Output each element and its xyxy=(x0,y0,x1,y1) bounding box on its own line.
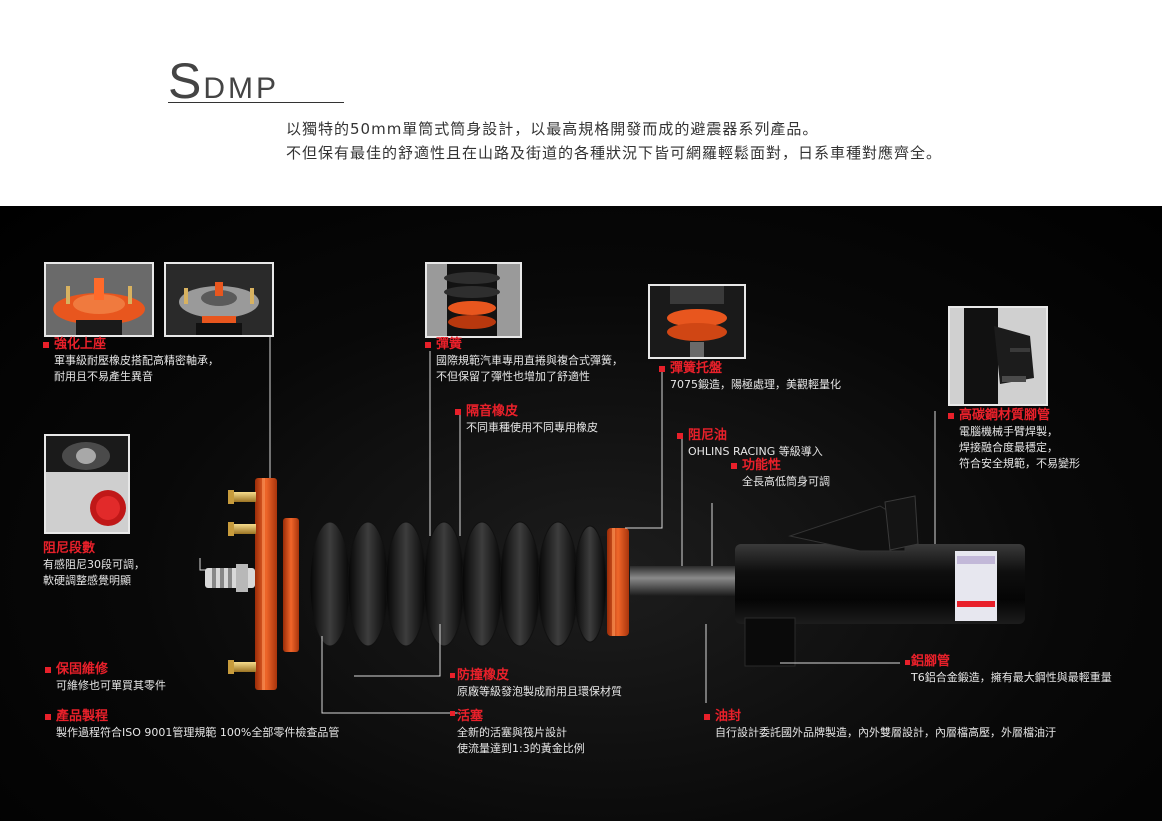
lower-bracket xyxy=(744,617,796,667)
bullet-icon xyxy=(659,365,665,372)
callout-desc: 符合安全規範，不易變形 xyxy=(959,457,1080,470)
callout-title: 保固維修 xyxy=(56,662,109,677)
callout-title: 油封 xyxy=(715,709,742,724)
callout-insulator: 隔音橡皮 不同車種使用不同專用橡皮 xyxy=(455,404,598,436)
callout-desc: 不同車種使用不同專用橡皮 xyxy=(466,421,598,434)
bullet-icon xyxy=(731,462,737,469)
callout-warranty: 保固維修 可維修也可單買其零件 xyxy=(45,662,166,694)
upper-spring-perch xyxy=(283,518,299,652)
callout-desc: 7075鍛造，陽極處理，美觀輕量化 xyxy=(670,378,841,391)
bullet-icon xyxy=(45,666,51,673)
brand-rest: DMP xyxy=(203,72,280,105)
intro-line-1: 以獨特的50mm單筒式筒身設計，以最高規格開發而成的避震器系列產品。 xyxy=(286,120,819,138)
callout-desc: 軟硬調整感覺明顯 xyxy=(43,574,131,587)
callout-aluminum-tube: 鋁腳管 T6鋁合金鍛造，擁有最大鋼性與最輕重量 xyxy=(911,654,1112,686)
callout-desc: 軍事級耐壓橡皮搭配高精密軸承， xyxy=(54,354,219,367)
callout-title: 防撞橡皮 xyxy=(457,668,510,683)
callout-title: 強化上座 xyxy=(54,337,107,352)
header: SDMP 以獨特的50mm單筒式筒身設計，以最高規格開發而成的避震器系列產品。 … xyxy=(0,0,1162,206)
thumb-top-mount-orange xyxy=(44,262,154,337)
callout-desc: 國際規範汽車專用直捲與複合式彈簧， xyxy=(436,354,623,367)
bullet-icon xyxy=(425,341,431,348)
damping-adjuster-knob xyxy=(205,564,255,592)
shock-body xyxy=(735,544,1025,624)
bullet-icon xyxy=(704,713,710,720)
callout-spring-seat: 彈簧托盤 7075鍛造，陽極處理，美觀輕量化 xyxy=(659,361,841,393)
callout-desc: 不但保留了彈性也增加了舒適性 xyxy=(436,370,590,383)
thumb-spring-seat xyxy=(648,284,746,359)
spring-seat-ring xyxy=(607,528,629,636)
bullet-icon xyxy=(455,408,461,415)
callout-desc: OHLINS RACING 等級導入 xyxy=(688,445,823,458)
callout-title: 彈簧托盤 xyxy=(670,361,723,376)
brand-initial: S xyxy=(168,53,204,109)
thumb-damping-knob xyxy=(44,434,130,534)
callout-body-tube: 高碳鋼材質腳管 電腦機械手臂焊製， 焊接融合度最穩定， 符合安全規範，不易變形 xyxy=(948,408,1080,472)
callout-title: 功能性 xyxy=(742,458,782,473)
bullet-icon xyxy=(43,341,49,348)
thumb-top-mount-silver xyxy=(164,262,274,337)
mount-studs xyxy=(228,490,256,674)
callout-damper-oil: 阻尼油 OHLINS RACING 等級導入 xyxy=(677,428,823,460)
callout-desc: 耐用且不易產生異音 xyxy=(54,370,153,383)
bullet-icon xyxy=(948,412,954,419)
callout-title: 鋁腳管 xyxy=(911,654,951,669)
coil-spring xyxy=(309,521,607,647)
callout-title: 阻尼油 xyxy=(688,428,728,443)
callout-title: 產品製程 xyxy=(56,709,109,724)
callout-title: 活塞 xyxy=(457,709,484,724)
leader-lines xyxy=(199,331,936,714)
callout-desc: 電腦機械手臂焊製， xyxy=(959,425,1058,438)
coilover-illustration xyxy=(199,331,1025,716)
brand-underline xyxy=(168,102,344,103)
callout-title: 隔音橡皮 xyxy=(466,404,519,419)
callout-title: 阻尼段數 xyxy=(43,541,96,556)
callout-damping: 阻尼段數 有感阻尼30段可調， 軟硬調整感覺明顯 xyxy=(43,541,145,589)
callout-manufacturing: 產品製程 製作過程符合ISO 9001管理規範 100%全部零件檢查品管 xyxy=(45,709,339,741)
callout-title: 彈簧 xyxy=(436,337,463,352)
bullet-icon xyxy=(45,713,51,720)
bullet-icon xyxy=(677,432,683,439)
callout-oil-seal: 油封 自行設計委託國外品牌製造，內外雙層設計，內層檔高壓，外層檔油汙 xyxy=(704,709,1056,741)
callout-title: 高碳鋼材質腳管 xyxy=(959,408,1051,423)
intro-line-2: 不但保有最佳的舒適性且在山路及街道的各種狀況下皆可網羅輕鬆面對，日系車種對應齊全… xyxy=(286,144,943,162)
callout-desc: 全長高低筒身可調 xyxy=(742,475,830,488)
callout-bump-stop: 防撞橡皮 原廠等級發泡製成耐用且環保材質 xyxy=(457,668,622,700)
callout-desc: 使流量達到1:3的黃金比例 xyxy=(457,742,585,755)
callout-desc: 製作過程符合ISO 9001管理規範 100%全部零件檢查品管 xyxy=(56,726,340,739)
callout-desc: 有感阻尼30段可調， xyxy=(43,558,145,571)
callout-desc: 可維修也可單買其零件 xyxy=(56,679,166,692)
top-mount-plate xyxy=(255,478,277,690)
callout-spring: 彈簧 國際規範汽車專用直捲與複合式彈簧， 不但保留了彈性也增加了舒適性 xyxy=(425,337,623,385)
brand-logo: SDMP xyxy=(168,52,279,110)
callout-desc: 原廠等級發泡製成耐用且環保材質 xyxy=(457,685,622,698)
thumb-spring xyxy=(425,262,522,338)
callout-desc: 全新的活塞與筏片設計 xyxy=(457,726,567,739)
product-panel: 強化上座 軍事級耐壓橡皮搭配高精密軸承， 耐用且不易產生異音 彈簧 國際規範汽車… xyxy=(0,206,1162,821)
callout-function: 功能性 全長高低筒身可調 xyxy=(731,458,830,490)
callout-desc: 自行設計委託國外品牌製造，內外雙層設計，內層檔高壓，外層檔油汙 xyxy=(715,726,1056,739)
callout-desc: T6鋁合金鍛造，擁有最大鋼性與最輕重量 xyxy=(911,671,1112,684)
callout-desc: 焊接融合度最穩定， xyxy=(959,441,1058,454)
callout-top-mount: 強化上座 軍事級耐壓橡皮搭配高精密軸承， 耐用且不易產生異音 xyxy=(43,337,219,385)
thumb-body-tube xyxy=(948,306,1048,406)
callout-piston: 活塞 全新的活塞與筏片設計 使流量達到1:3的黃金比例 xyxy=(457,709,585,757)
